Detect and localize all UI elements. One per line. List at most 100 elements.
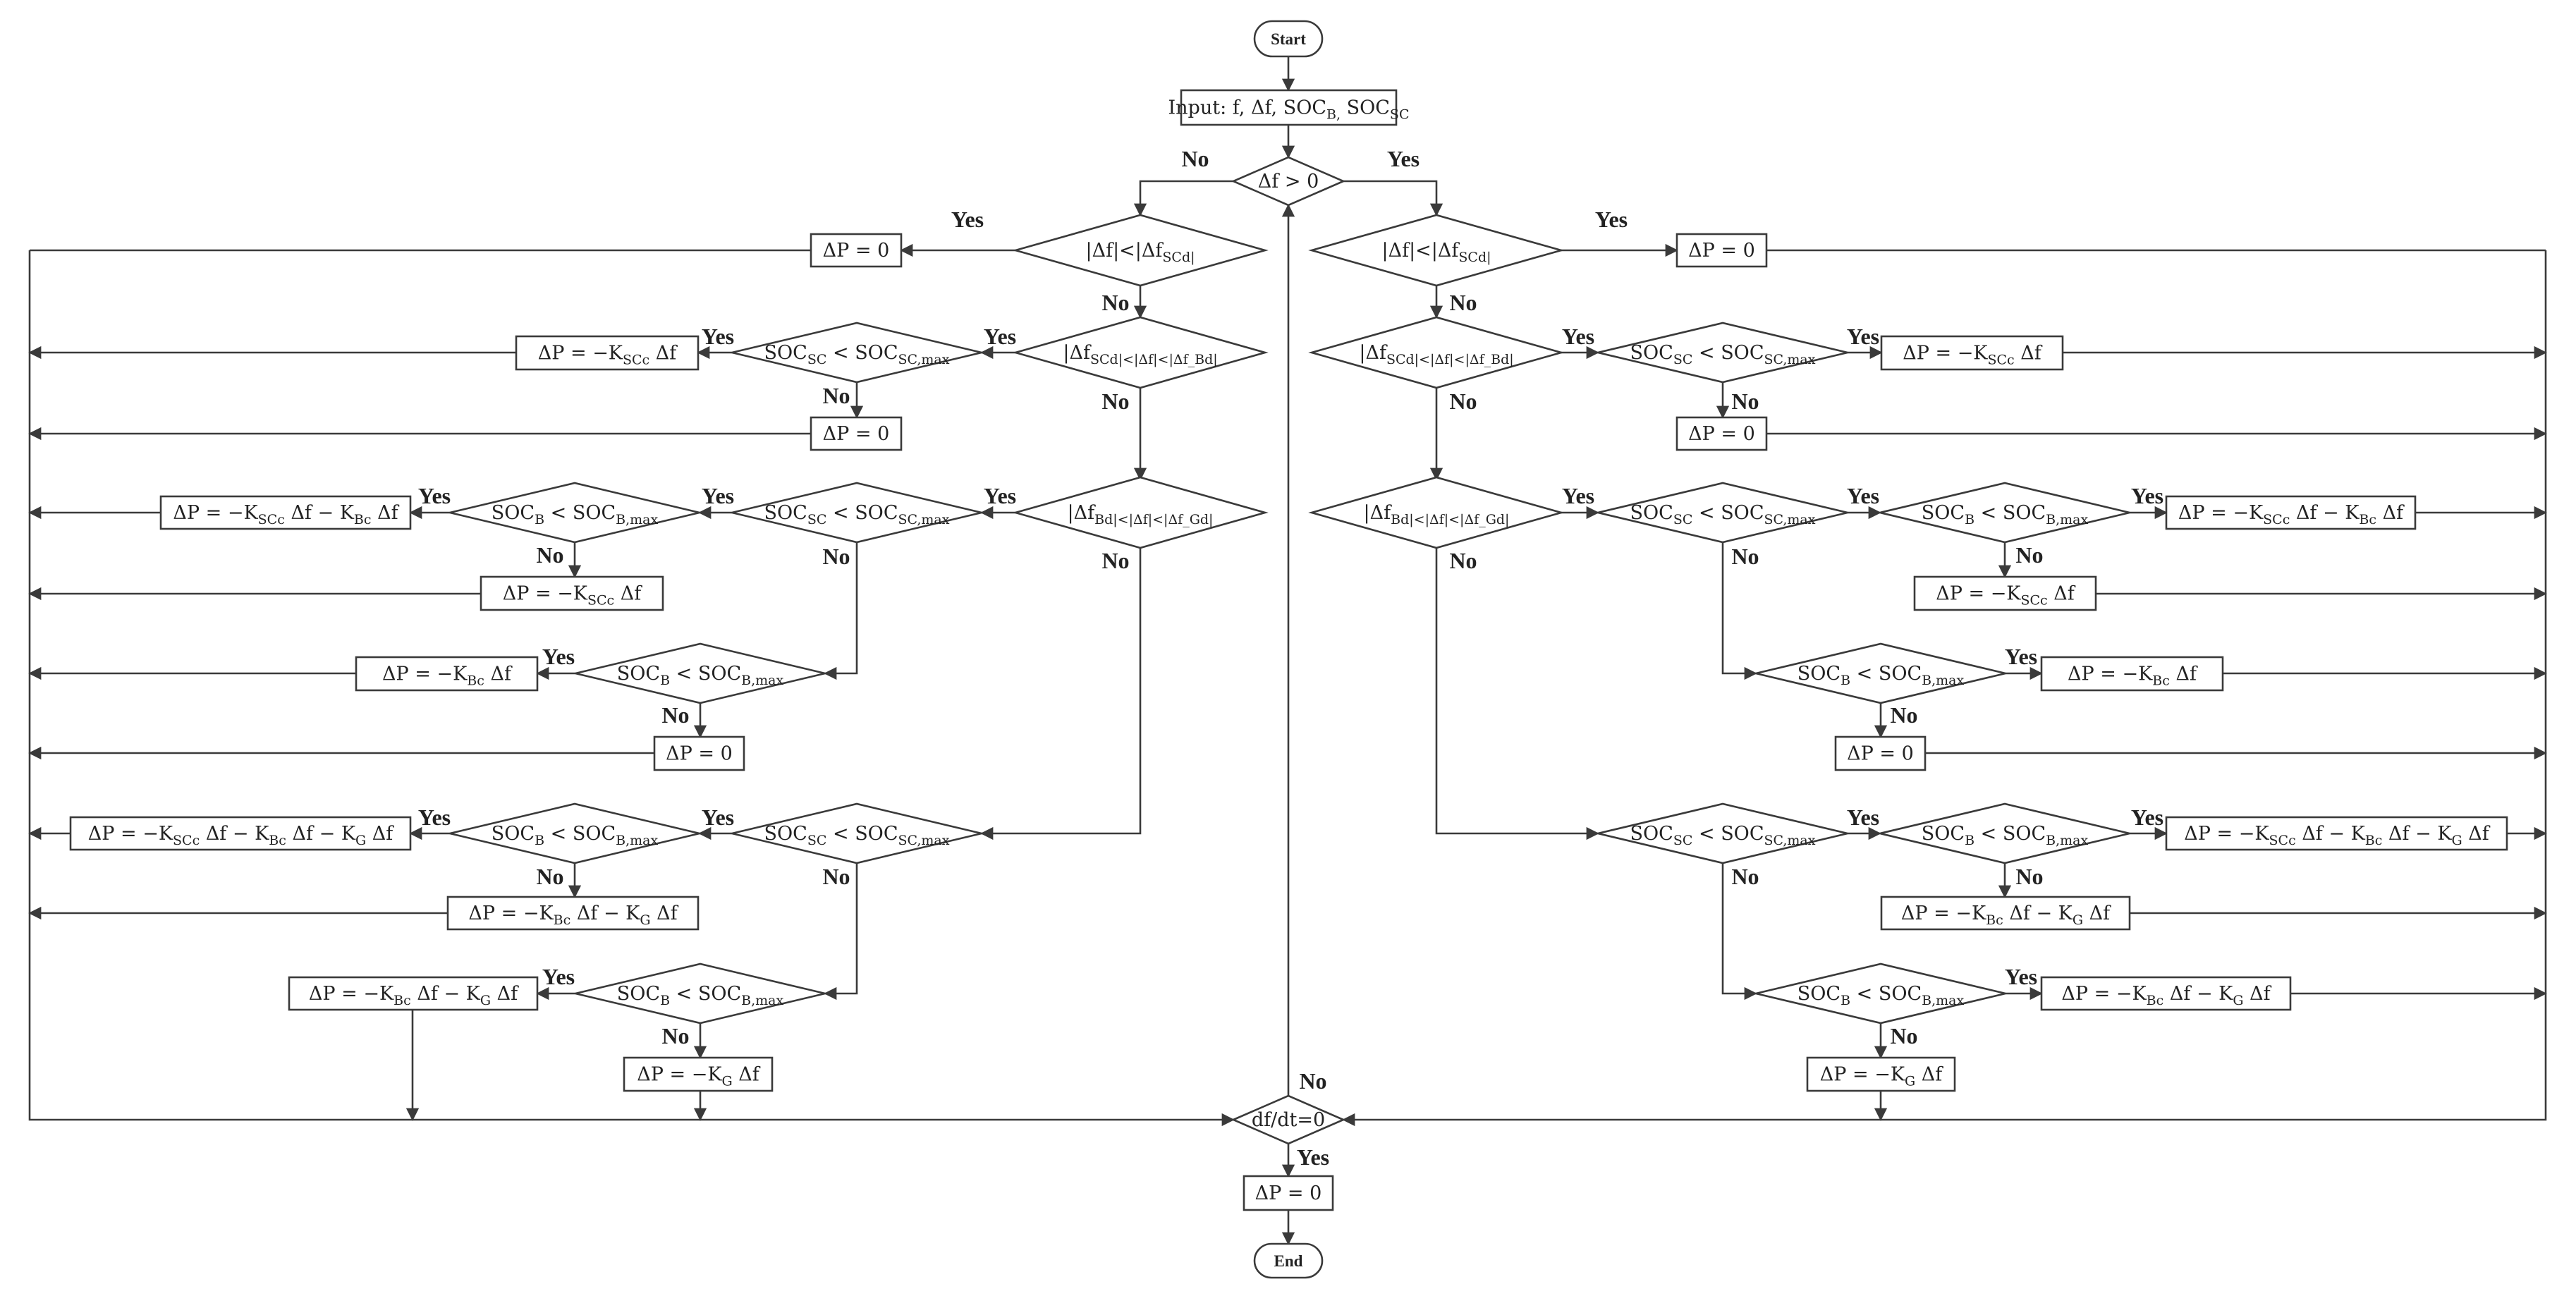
right-box-4d	[1806, 1056, 1956, 1092]
right-range-decision-1-label: |Δf|<|ΔfSCd|​	[1381, 240, 1491, 265]
left-d3b-yes: Yes	[418, 483, 451, 508]
left-box-3a	[159, 495, 412, 530]
left-box-4d	[623, 1056, 774, 1092]
left-soc-sc-decision-4	[731, 802, 982, 864]
left-d4a-yes: Yes	[702, 805, 734, 830]
connector	[1721, 542, 1757, 680]
top-yes-branch	[1343, 180, 1443, 216]
right-box-3c	[2040, 656, 2224, 692]
left-d3-no: No	[1101, 548, 1129, 573]
start-terminal-label: Start	[1271, 30, 1306, 48]
left-box-3c-label: ΔP = −KBc​ Δf	[382, 664, 513, 689]
top-no-label: No	[1181, 146, 1209, 171]
right-box-2b-label: ΔP = 0	[1688, 423, 1755, 445]
right-box-4b	[1880, 895, 2131, 931]
start-terminal	[1253, 20, 1324, 58]
df-no-label: No	[1299, 1068, 1326, 1094]
right-box-3a	[2165, 495, 2417, 530]
right-box-3d	[1834, 735, 1927, 771]
left-d3b-no: No	[536, 542, 563, 568]
right-soc-b-decision-3-label: SOCB​ < SOCB,max​	[1922, 502, 2089, 527]
left-soc-b-decision-3	[449, 482, 700, 544]
right-soc-sc-decision-2-label: SOCSC​ < SOCSC,max​	[1630, 342, 1816, 367]
left-soc-b-decision-4-label: SOCB​ < SOCB,max​	[492, 823, 659, 848]
right-range-decision-1	[1308, 214, 1565, 287]
top-yes-label: Yes	[1387, 146, 1420, 171]
left-box-3b-label: ΔP = −KSCc​ Δf	[503, 583, 643, 609]
right-range-decision-2-label: |ΔfSCd|<|Δf|<|Δf_Bd|​	[1359, 342, 1513, 367]
delta-f-positive-decision	[1231, 156, 1346, 207]
left-d3c-yes: Yes	[542, 644, 575, 669]
right-box-4b-label: ΔP = −KBc​ Δf − KG​ Δf	[1901, 903, 2111, 928]
left-soc-b-decision-3-label: SOCB​ < SOCB,max​	[492, 502, 659, 527]
left-box-4a	[69, 816, 412, 851]
left-range-decision-1	[1012, 214, 1269, 287]
right-soc-b-decision-4c	[1755, 962, 2006, 1025]
connector	[824, 863, 858, 1001]
right-d1-yes: Yes	[1595, 207, 1628, 232]
connector	[980, 548, 1142, 840]
right-box-3b	[1913, 575, 2097, 611]
right-d2-yes: Yes	[1562, 324, 1594, 349]
delta-f-positive-decision-label: Δf > 0	[1258, 171, 1319, 192]
input-box-label: Input: f, Δf, SOCB,​ SOCSC​	[1168, 97, 1410, 123]
left-d2-no: No	[1101, 389, 1129, 414]
right-range-decision-3-label: |ΔfBd|<|Δf|<|Δf_Gd|​	[1364, 502, 1510, 527]
right-soc-sc-decision-3	[1597, 482, 1848, 544]
right-d4b-no: No	[2015, 864, 2043, 889]
right-soc-b-decision-3c-label: SOCB​ < SOCB,max​	[1797, 663, 1965, 688]
left-box-3a-label: ΔP = −KSCc​ Δf − KBc​ Δf	[173, 502, 399, 527]
left-box-3d-label: ΔP = 0	[666, 743, 733, 765]
left-d4b-no: No	[536, 864, 563, 889]
right-soc-sc-decision-2	[1597, 322, 1848, 384]
right-box-3b-label: ΔP = −KSCc​ Δf	[1936, 583, 2076, 609]
left-soc-sc-decision-4-label: SOCSC​ < SOCSC,max​	[764, 823, 950, 848]
left-box-2b	[810, 416, 903, 451]
left-range-decision-2	[1012, 316, 1269, 389]
right-d1-no: No	[1449, 290, 1477, 315]
left-range-decision-2-label: |ΔfSCd|<|Δf|<|Δf_Bd|​	[1063, 342, 1217, 367]
final-delta-p-zero-box	[1243, 1175, 1334, 1211]
left-soc-sc-decision-3-label: SOCSC​ < SOCSC,max​	[764, 502, 950, 527]
left-range-decision-1-label: |Δf|<|ΔfSCd|​	[1085, 240, 1195, 265]
left-d2a-no: No	[822, 383, 850, 408]
right-soc-b-decision-3	[1879, 482, 2130, 544]
left-d4a-no: No	[822, 864, 850, 889]
left-d1-no: No	[1101, 290, 1129, 315]
right-d4c-no: No	[1890, 1023, 1917, 1049]
left-box-1	[810, 233, 903, 268]
left-box-1-label: ΔP = 0	[823, 240, 890, 262]
left-d3a-yes: Yes	[702, 483, 734, 508]
right-range-decision-3	[1308, 476, 1565, 549]
right-box-3c-label: ΔP = −KBc​ Δf	[2068, 664, 2198, 689]
left-bus	[28, 250, 1235, 1127]
left-soc-b-decision-3c	[575, 642, 826, 704]
right-box-1	[1675, 233, 1768, 268]
top-no-branch	[1133, 180, 1233, 216]
right-d3-yes: Yes	[1562, 483, 1594, 508]
connector	[1435, 548, 1599, 840]
left-box-4b-label: ΔP = −KBc​ Δf − KG​ Δf	[468, 903, 678, 928]
left-d2a-yes: Yes	[702, 324, 734, 349]
connector-lines	[28, 56, 2547, 1245]
right-d4a-no: No	[1731, 864, 1759, 889]
right-box-1-label: ΔP = 0	[1688, 240, 1755, 262]
right-d3b-yes: Yes	[2131, 483, 2163, 508]
end-terminal-label: End	[1274, 1252, 1303, 1270]
right-d2a-no: No	[1731, 389, 1759, 414]
connector	[824, 542, 858, 680]
right-soc-sc-decision-4-label: SOCSC​ < SOCSC,max​	[1630, 823, 1816, 848]
right-range-decision-2	[1308, 316, 1565, 389]
left-d2-yes: Yes	[984, 324, 1016, 349]
right-d3b-no: No	[2015, 542, 2043, 568]
left-d4b-yes: Yes	[418, 805, 451, 830]
left-box-4b	[446, 895, 700, 931]
right-box-4a	[2165, 816, 2508, 851]
left-d4c-yes: Yes	[542, 964, 575, 989]
right-box-2a-label: ΔP = −KSCc​ Δf	[1903, 343, 2043, 368]
left-box-2a	[515, 335, 700, 371]
right-soc-b-decision-4-label: SOCB​ < SOCB,max​	[1922, 823, 2089, 848]
left-d3a-no: No	[822, 544, 850, 569]
right-box-2b	[1675, 416, 1768, 451]
